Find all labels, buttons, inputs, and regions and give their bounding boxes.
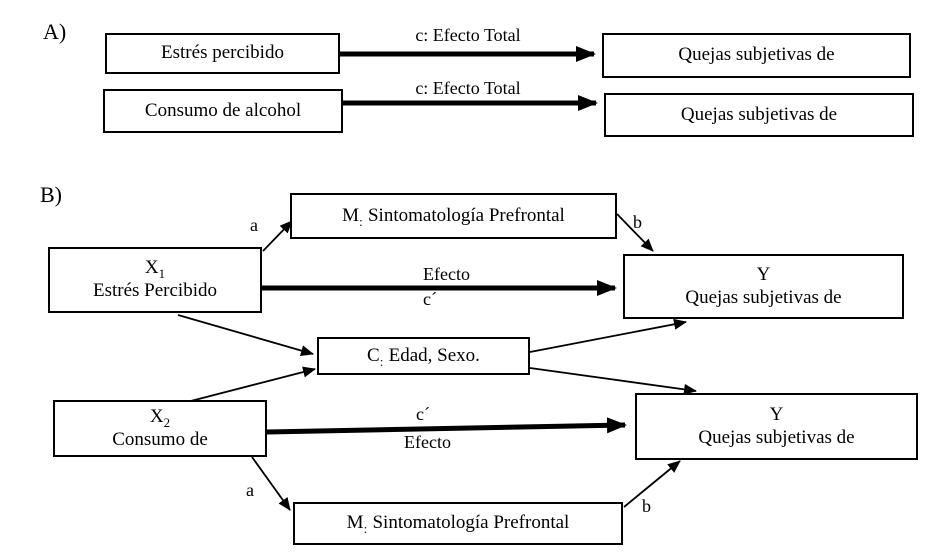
node-y2-label: Quejas subjetivas de bbox=[698, 426, 855, 448]
edge-label-b-top: b bbox=[633, 212, 642, 232]
edge-label-b-bottom: b bbox=[642, 496, 651, 516]
node-x1-symbol: X1 bbox=[144, 257, 166, 281]
edge-label-efecto-top: Efecto bbox=[423, 264, 470, 284]
arrow-covariates-y2 bbox=[529, 367, 697, 395]
node-mediator-bottom: M:Sintomatología Prefrontal bbox=[293, 502, 623, 545]
node-x1-label: Estrés Percibido bbox=[92, 280, 217, 301]
arrow-a-x2-m bbox=[251, 456, 291, 511]
node-y1-symbol: Y bbox=[756, 263, 771, 285]
node-covariates: C:Edad, Sexo. bbox=[317, 337, 530, 375]
arrow-a-x1-m bbox=[262, 220, 293, 252]
edge-label-c-prime-bottom: c´ bbox=[416, 404, 430, 424]
node-x1-stress: X1 Estrés Percibido bbox=[48, 247, 262, 313]
node-x2-alcohol: X2 Consumo de bbox=[53, 400, 267, 457]
node-y1-label: Quejas subjetivas de bbox=[685, 286, 842, 308]
edge-label-c-prime-top: c´ bbox=[423, 289, 437, 309]
arrow-direct-effect-x2-y bbox=[266, 417, 627, 435]
node-stress-a: Estrés percibido bbox=[105, 33, 340, 74]
edge-label-a-top: a bbox=[250, 215, 258, 235]
node-alcohol-a-label: Consumo de alcohol bbox=[144, 99, 302, 121]
node-mediator-top: M:Sintomatología Prefrontal bbox=[290, 193, 617, 239]
edge-label-efecto-bottom: Efecto bbox=[404, 432, 451, 452]
edge-label-total-effect-2: c: Efecto Total bbox=[415, 78, 521, 98]
node-mediator-top-label: M:Sintomatología Prefrontal bbox=[342, 204, 565, 229]
node-alcohol-a: Consumo de alcohol bbox=[103, 89, 343, 133]
node-y2-symbol: Y bbox=[769, 403, 784, 425]
node-complaints-a1: Quejas subjetivas de bbox=[602, 33, 911, 78]
node-y2-complaints: Y Quejas subjetivas de bbox=[635, 393, 918, 460]
arrow-covariates-y1 bbox=[529, 318, 687, 353]
panel-b-label: B) bbox=[40, 182, 62, 207]
edge-label-a-bottom: a bbox=[246, 480, 254, 500]
arrow-x2-covariates bbox=[186, 366, 316, 403]
node-complaints-a2-label: Quejas subjetivas de bbox=[680, 103, 838, 125]
node-covariates-label: C:Edad, Sexo. bbox=[367, 344, 480, 369]
arrow-b-m-y2 bbox=[623, 460, 681, 508]
arrow-x1-covariates bbox=[177, 314, 314, 356]
arrow-b-m-y1 bbox=[616, 213, 654, 252]
node-x2-symbol: X2 bbox=[149, 405, 171, 430]
panel-a-label: A) bbox=[43, 19, 67, 44]
edge-label-total-effect-1: c: Efecto Total bbox=[415, 25, 521, 45]
node-complaints-a1-label: Quejas subjetivas de bbox=[678, 44, 835, 66]
node-complaints-a2: Quejas subjetivas de bbox=[604, 93, 914, 137]
node-mediator-bottom-label: M:Sintomatología Prefrontal bbox=[346, 512, 570, 536]
node-x2-label: Consumo de bbox=[112, 428, 208, 450]
node-y1-complaints: Y Quejas subjetivas de bbox=[623, 254, 904, 319]
node-stress-a-label: Estrés percibido bbox=[161, 42, 284, 64]
